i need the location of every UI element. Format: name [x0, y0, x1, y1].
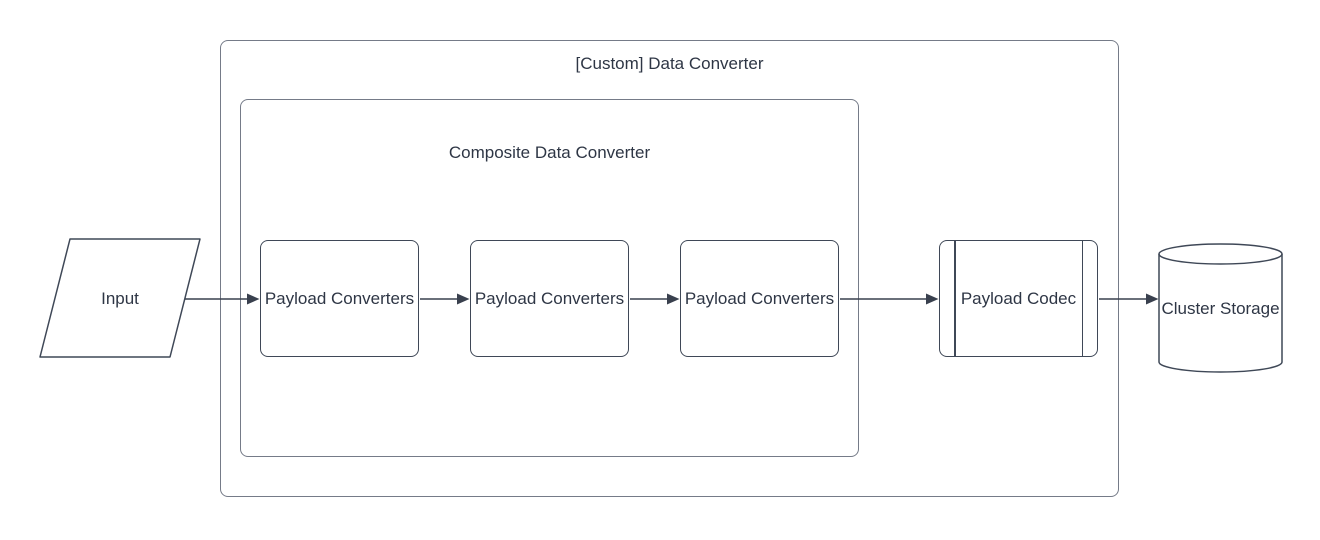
- payload-codec-label: Payload Codec: [960, 289, 1077, 308]
- container-composite-data-converter: Composite Data Converter: [240, 99, 859, 457]
- codec-left-bar: [954, 241, 956, 356]
- payload-converters-box-3: Payload Converters: [680, 240, 839, 357]
- cluster-storage-node: Cluster Storage: [1161, 298, 1280, 318]
- payload-converters-box-2: Payload Converters: [470, 240, 629, 357]
- input-node: Input: [101, 289, 139, 308]
- container-composite-data-converter-title: Composite Data Converter: [448, 143, 651, 162]
- container-custom-data-converter-title: [Custom] Data Converter: [575, 54, 764, 73]
- container-custom-data-converter: [Custom] Data Converter: [220, 40, 1119, 497]
- codec-right-bar: [1081, 241, 1083, 356]
- payload-codec-node: Payload Codec: [939, 240, 1098, 357]
- payload-converters-box-1: Payload Converters: [260, 240, 419, 357]
